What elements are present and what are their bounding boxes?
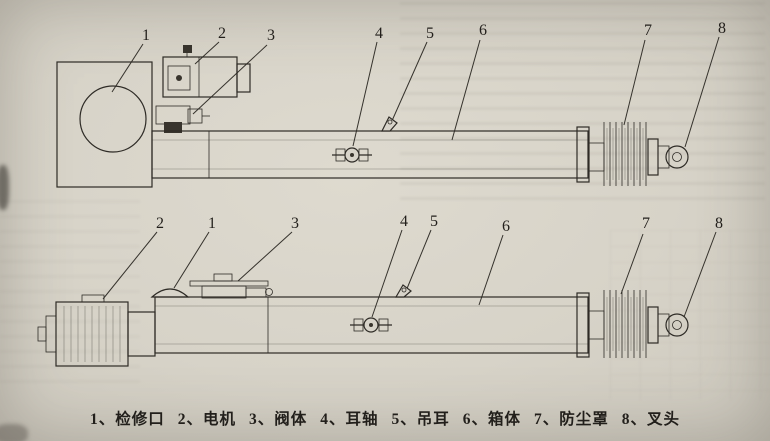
valve-body (189, 273, 273, 299)
dust-cover-bellows (588, 122, 647, 186)
trunnion (332, 147, 372, 163)
legend-item: 3、阀体 (248, 411, 308, 428)
callout-number: 3 (291, 215, 299, 232)
callout-number: 5 (430, 213, 438, 230)
motor (37, 294, 156, 367)
callout-number: 4 (375, 25, 383, 42)
callout-number: 2 (218, 25, 226, 42)
legend-item: 6、箱体 (462, 411, 522, 428)
legend-item: 7、防尘罩 (534, 411, 609, 428)
callout-number: 2 (156, 215, 164, 232)
clevis-fork (647, 306, 689, 344)
motor (162, 45, 251, 98)
callout-number: 6 (479, 22, 487, 39)
valve-body (155, 105, 210, 133)
top-view-drawing: 1 2 3 4 5 6 7 8 (56, 20, 726, 188)
leader-lines (102, 229, 717, 318)
lifting-lug (381, 116, 398, 132)
lifting-lug (394, 284, 412, 298)
callout-number: 8 (718, 20, 726, 37)
legend-item: 1、检修口 (89, 411, 165, 428)
callout-number: 5 (426, 25, 434, 42)
inspection-port (79, 85, 147, 153)
callout-number: 1 (208, 215, 216, 232)
clevis-fork (647, 138, 689, 176)
callout-number: 6 (502, 218, 510, 235)
legend-item: 5、吊耳 (391, 411, 450, 428)
callout-number: 7 (644, 22, 652, 39)
housing-box (56, 61, 153, 188)
cylinder-body (151, 126, 590, 183)
callout-number: 8 (715, 215, 723, 232)
callout-number: 1 (142, 27, 150, 44)
callout-number: 3 (267, 27, 275, 44)
callout-number: 4 (400, 213, 408, 230)
legend-item: 2、电机 (177, 411, 236, 428)
trunnion (350, 317, 392, 333)
motor-adapter (127, 311, 156, 357)
legend-item: 4、耳轴 (320, 411, 379, 428)
bottom-view-drawing: 2 1 3 4 5 6 7 8 (37, 213, 723, 367)
inspection-cover (150, 288, 190, 298)
figure-legend: 1、检修口 2、电机 3、阀体 4、耳轴 5、吊耳 6、箱体 7、防尘罩 8、叉… (0, 407, 770, 429)
callout-number: 7 (642, 215, 650, 232)
legend-item: 8、叉头 (621, 411, 681, 428)
cylinder-body (154, 292, 590, 358)
dust-cover-bellows (588, 290, 647, 358)
